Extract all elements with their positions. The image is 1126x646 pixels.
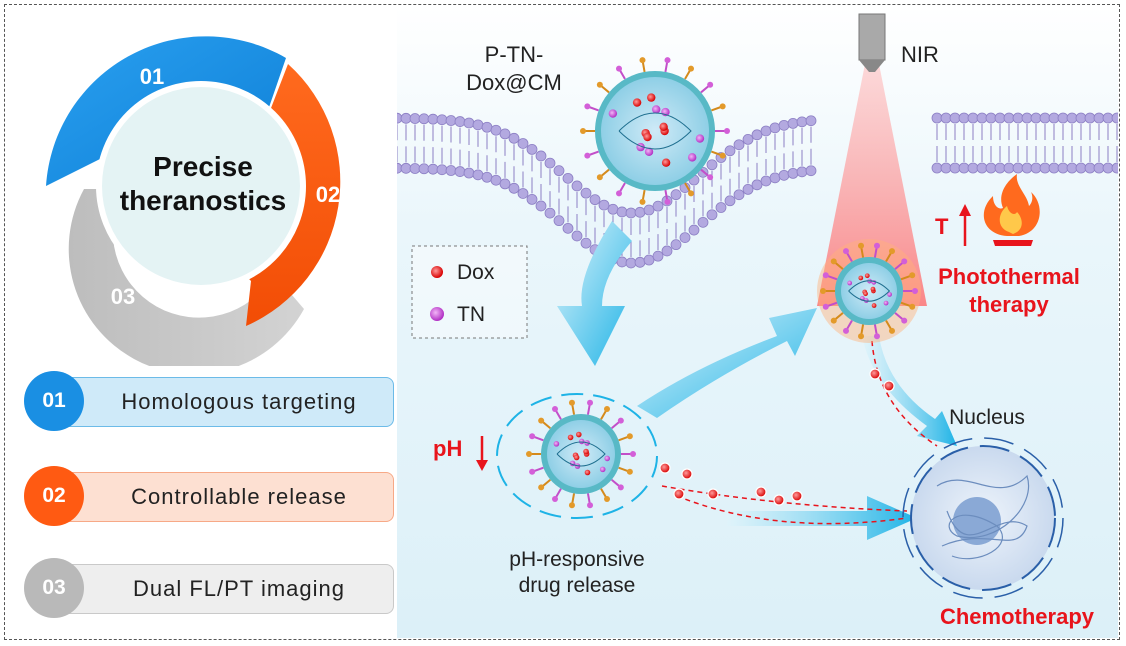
nir-beam [817,64,927,306]
feature-label: Controllable release [131,484,347,509]
feature-label: Dual FL/PT imaging [132,576,345,601]
release-label-line2: drug release [519,574,636,597]
arrow-internalization [557,221,632,366]
cycle-segment-03 [68,189,304,366]
feature-bar [54,377,394,427]
cycle-label-03: 03 [111,284,135,309]
endosome [496,393,658,519]
nir-laser-tip [859,60,885,72]
right-panel: NIR Dox TN P- [397,6,1118,638]
cycle-label-02: 02 [316,182,340,207]
cycle-center-line2: theranostics [120,185,287,216]
arrow-to-laser [637,308,817,418]
cycle-label-01: 01 [140,64,164,89]
nucleus [902,437,1064,599]
nir-laser-body [858,13,886,61]
legend-tn-label: TN [457,303,485,326]
nanoparticle-label-line1: P-TN- [485,42,544,67]
legend-dox-label: Dox [457,261,495,284]
flame-icon [983,174,1040,246]
left-panel: Precise theranostics 01 02 03 01 Homolog… [6,6,397,638]
nanoparticle-top [580,57,730,205]
feature-bar [54,472,394,522]
theranostics-cycle: Precise theranostics 01 02 03 [46,36,341,366]
feature-number: 02 [24,466,84,526]
legend-tn-icon [430,307,444,321]
arrow-to-nucleus [727,496,917,540]
cell-membrane [397,112,1118,269]
ptt-label-line1: Photothermal [938,264,1080,289]
temperature-label: T [935,214,949,239]
chemo-label: Chemotherapy [940,604,1095,629]
feature-number: 01 [24,371,84,431]
nanoparticle-heated [817,239,921,343]
feature-bar [54,564,394,614]
nanoparticle-release [526,399,636,509]
cycle-center-line1: Precise [153,151,253,182]
dox-path-2 [676,495,908,525]
ph-down-arrow-icon [476,436,488,471]
ptt-label-line2: therapy [969,292,1049,317]
feature-label: Homologous targeting [121,389,357,414]
release-label-line1: pH-responsive [509,548,644,571]
feature-number: 03 [24,558,84,618]
mechanism-diagram: NIR Dox TN P- [397,13,1118,629]
dox-path-3 [871,340,938,447]
nucleus-label: Nucleus [949,406,1025,429]
temperature-up-arrow-icon [959,204,971,246]
legend-dox-icon [431,266,443,278]
nanoparticle-label-line2: Dox@CM [466,70,562,95]
cycle-center [96,81,306,291]
legend-box [411,245,528,339]
figure-frame [4,4,1120,640]
nir-label: NIR [901,42,939,67]
ph-label: pH [433,436,462,461]
arrow-ptt-to-nucleus [862,336,957,446]
